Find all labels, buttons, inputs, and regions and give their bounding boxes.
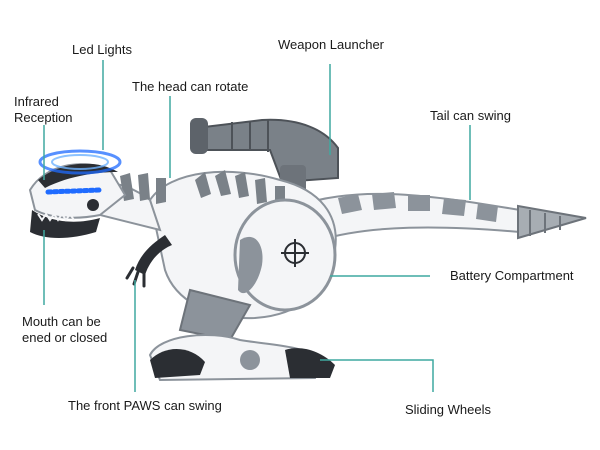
label-mouth: Mouth can be ened or closed bbox=[22, 314, 107, 346]
label-tail-swing: Tail can swing bbox=[430, 108, 511, 123]
label-battery-compartment: Battery Compartment bbox=[450, 268, 574, 283]
robot-head bbox=[28, 149, 166, 238]
label-infrared-reception: Infrared Reception bbox=[14, 94, 73, 126]
robot-legs bbox=[148, 288, 335, 382]
robot-tail bbox=[298, 192, 587, 242]
label-mouth-line1: Mouth can be bbox=[22, 314, 101, 329]
robot-body bbox=[148, 170, 337, 320]
label-led-lights: Led Lights bbox=[72, 42, 132, 57]
label-sliding-wheels: Sliding Wheels bbox=[405, 402, 491, 417]
label-head-rotate: The head can rotate bbox=[132, 79, 249, 94]
label-mouth-line2: ened or closed bbox=[22, 330, 108, 345]
label-infrared-line1: Infrared bbox=[14, 94, 59, 109]
label-weapon-launcher: Weapon Launcher bbox=[278, 37, 385, 52]
label-infrared-line2: Reception bbox=[14, 110, 73, 125]
leader-line-wheels bbox=[320, 359, 434, 392]
label-front-paws: The front PAWS can swing bbox=[68, 398, 222, 413]
